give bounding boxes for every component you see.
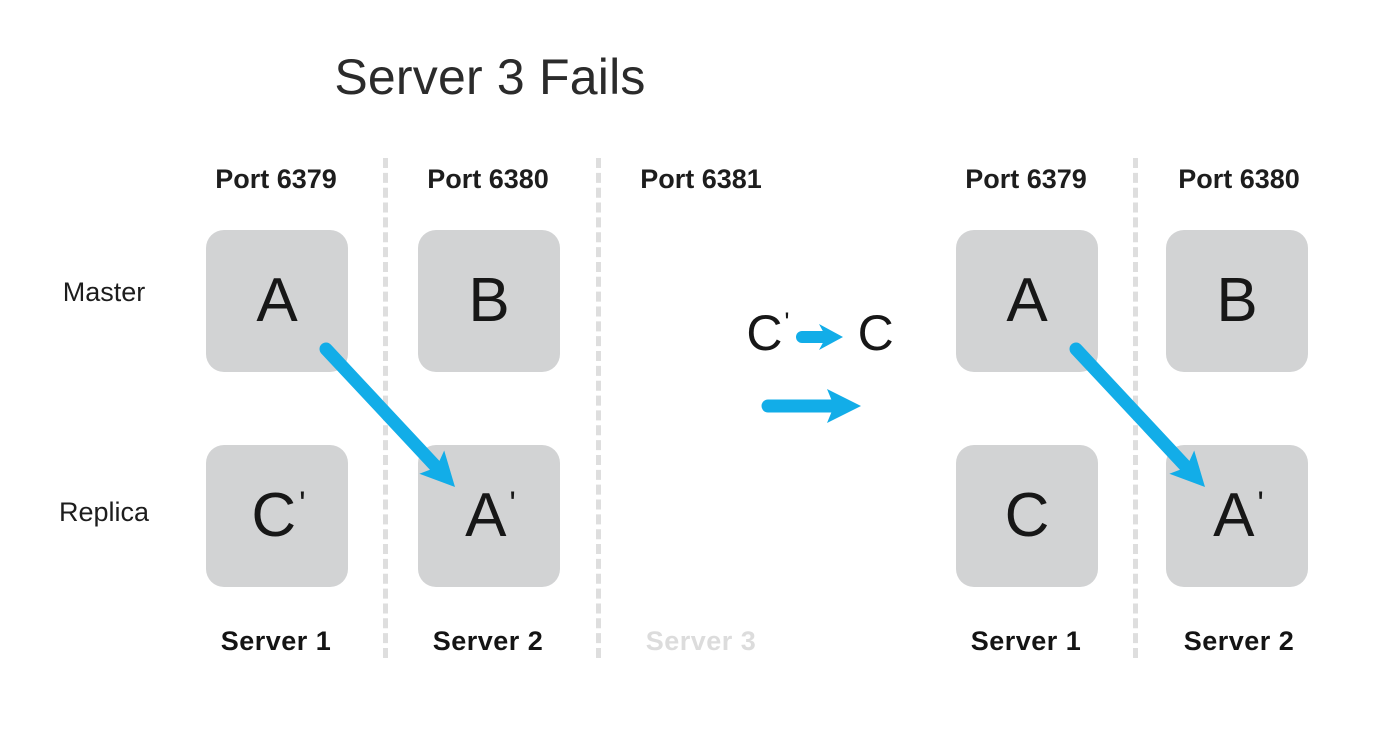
node-right-master-2[interactable]: B xyxy=(1166,230,1308,372)
node-label: B xyxy=(468,266,510,335)
row-label-master: Master xyxy=(62,277,146,307)
promotion-arrow xyxy=(761,389,861,423)
node-right-replica-2[interactable]: A' xyxy=(1166,445,1308,587)
node-label: A' xyxy=(465,481,516,550)
server-label-left-2: Server 2 xyxy=(432,626,544,656)
node-label: C xyxy=(1004,481,1050,550)
node-left-master-2[interactable]: B xyxy=(418,230,560,372)
transition-to-label: C xyxy=(857,305,894,361)
page-title: Server 3 Fails xyxy=(334,49,646,105)
port-label-left-3: Port 6381 xyxy=(640,164,762,194)
server-label-right-1: Server 1 xyxy=(970,626,1082,656)
server-label-right-2: Server 2 xyxy=(1183,626,1295,656)
divider-right-1 xyxy=(1133,158,1138,658)
node-right-replica-1[interactable]: C xyxy=(956,445,1098,587)
divider-left-1 xyxy=(383,158,388,658)
port-label-right-1: Port 6379 xyxy=(965,164,1087,194)
port-label-left-1: Port 6379 xyxy=(215,164,337,194)
node-left-master-1[interactable]: A xyxy=(206,230,348,372)
node-left-replica-1[interactable]: C' xyxy=(206,445,348,587)
node-label: B xyxy=(1216,266,1258,335)
node-label: A xyxy=(1006,266,1048,335)
node-label: A' xyxy=(1213,481,1264,550)
port-label-left-2: Port 6380 xyxy=(427,164,549,194)
node-left-replica-2[interactable]: A' xyxy=(418,445,560,587)
node-label: C' xyxy=(251,481,306,550)
node-label: A xyxy=(256,266,298,335)
row-label-replica: Replica xyxy=(58,497,150,527)
node-right-master-1[interactable]: A xyxy=(956,230,1098,372)
port-label-right-2: Port 6380 xyxy=(1178,164,1300,194)
divider-left-2 xyxy=(596,158,601,658)
transition-from-label: C' xyxy=(746,305,790,361)
transition-annotation: C' C xyxy=(700,302,940,364)
server-label-left-3: Server 3 xyxy=(645,626,757,656)
server-label-left-1: Server 1 xyxy=(220,626,332,656)
